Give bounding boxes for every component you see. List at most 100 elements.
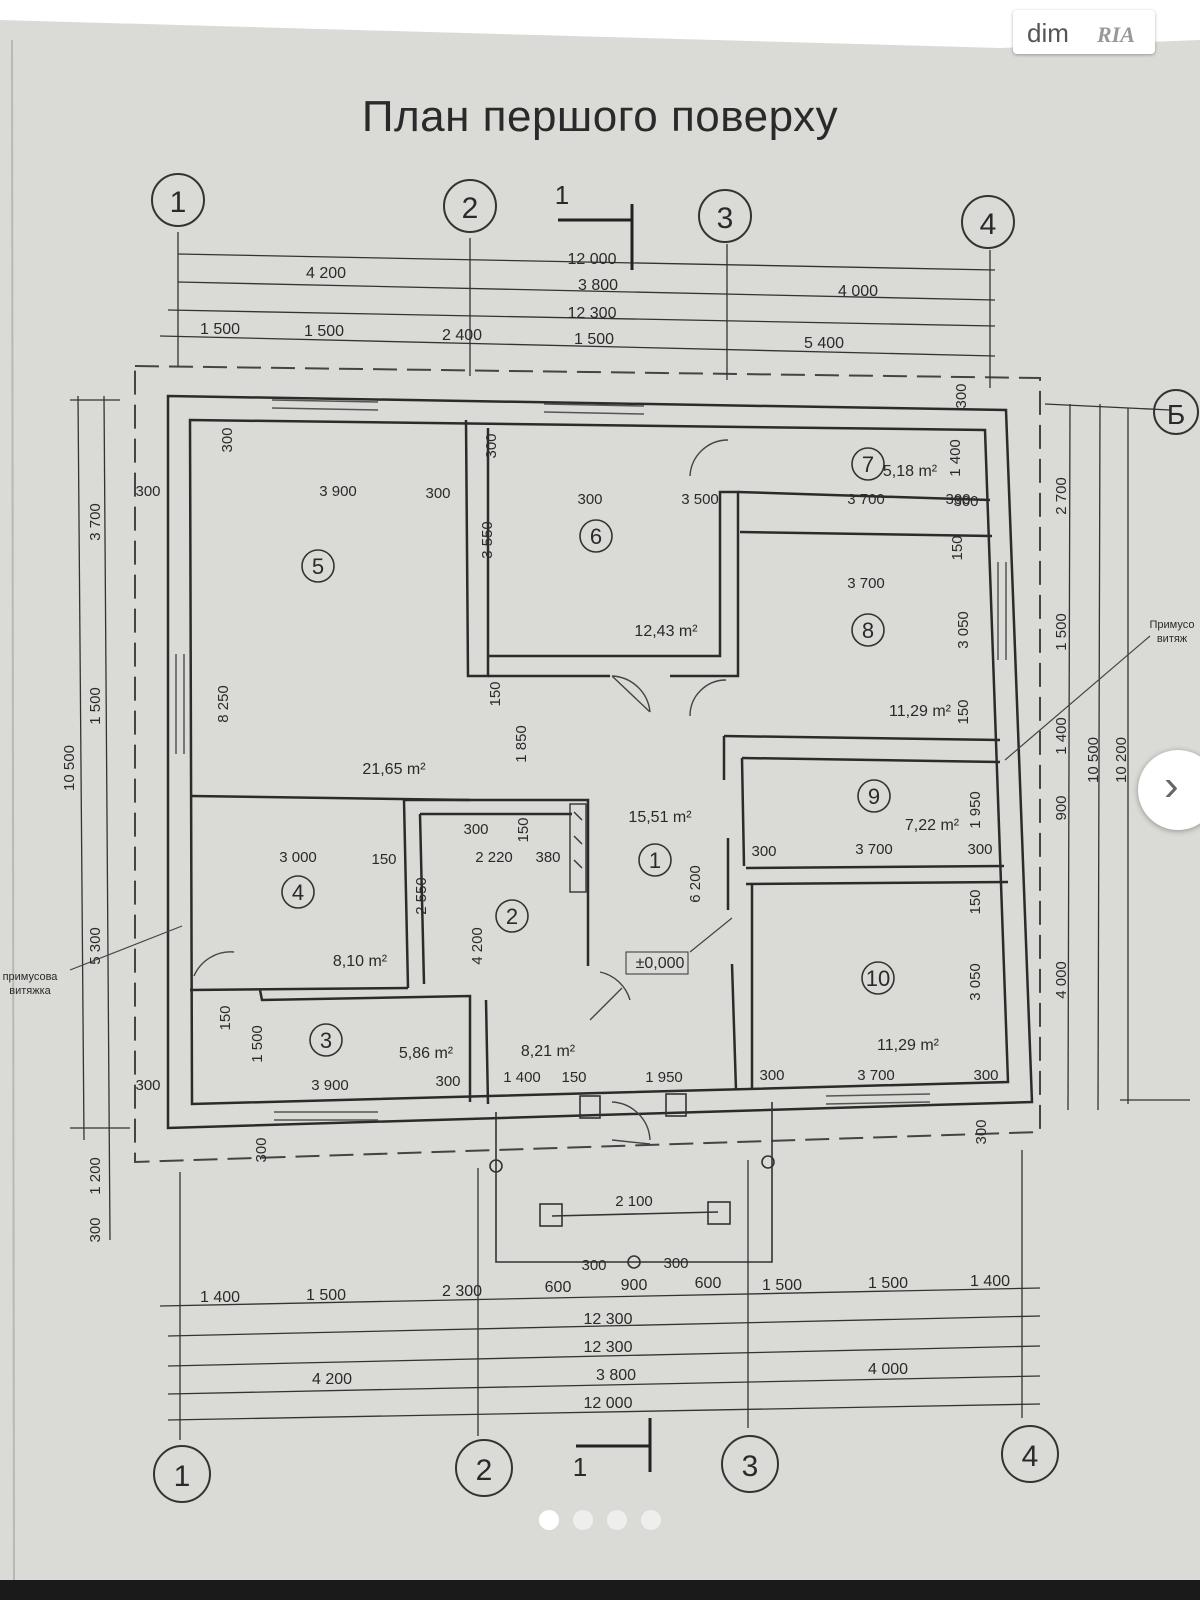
room-area: 7,22 m² bbox=[905, 817, 960, 834]
dimension-text: 300 bbox=[135, 483, 160, 500]
watermark-dim-text: dim bbox=[1027, 18, 1069, 48]
dimension-text: 150 bbox=[371, 851, 396, 868]
dimension-text: 2 220 bbox=[475, 849, 513, 866]
walls bbox=[166, 394, 1034, 1130]
axis-bubbles bbox=[151, 173, 1199, 1503]
slide-dot-3[interactable] bbox=[607, 1510, 627, 1530]
note-forced-exhaust: примусова bbox=[3, 971, 59, 983]
room-area: 21,65 m² bbox=[362, 761, 426, 778]
dimension-text: 1 500 bbox=[762, 1277, 802, 1294]
dimension-text: 600 bbox=[545, 1279, 572, 1296]
axis-label-bottom: 1 bbox=[174, 1460, 191, 1493]
dimension-text: 1 950 bbox=[645, 1069, 683, 1086]
slide-dot-1[interactable] bbox=[539, 1510, 559, 1530]
roof-outline bbox=[134, 364, 1041, 1164]
room-number-circle bbox=[851, 613, 885, 647]
room-number-circle bbox=[861, 961, 895, 995]
dimension-text: 12 300 bbox=[584, 1339, 633, 1356]
next-image-button[interactable]: › bbox=[1138, 750, 1200, 830]
dimension-text: 300 bbox=[219, 427, 236, 452]
porch bbox=[489, 1093, 775, 1269]
axis-label-right: Б bbox=[1167, 399, 1185, 430]
dimension-text: 300 bbox=[425, 485, 450, 502]
dimension-text: 1 500 bbox=[249, 1025, 266, 1063]
dimension-text: 12 300 bbox=[584, 1311, 633, 1328]
dimension-text: 300 bbox=[953, 493, 978, 510]
chevron-right-icon: › bbox=[1164, 761, 1179, 810]
room-area: 15,51 m² bbox=[628, 809, 692, 826]
dimension-text: 12 300 bbox=[568, 305, 617, 322]
axis-label-bottom: 4 bbox=[1022, 1440, 1039, 1473]
room-number: 1 bbox=[649, 848, 661, 873]
room-number-circle bbox=[495, 899, 529, 933]
dimension-text: 150 bbox=[487, 681, 504, 706]
dimension-text: 1 400 bbox=[1053, 717, 1070, 755]
dimension-text: 3 700 bbox=[847, 575, 885, 592]
dimension-text: 3 700 bbox=[855, 841, 893, 858]
dimension-text: 3 700 bbox=[87, 503, 104, 541]
slide-dot-2[interactable] bbox=[573, 1510, 593, 1530]
axis-label-bottom: 3 bbox=[742, 1450, 759, 1483]
dimension-text: 1 400 bbox=[947, 439, 964, 477]
dimension-text: 3 700 bbox=[847, 491, 885, 508]
dimension-text: 3 550 bbox=[479, 521, 496, 559]
dimension-text: 1 500 bbox=[304, 323, 344, 340]
dimension-text: 300 bbox=[253, 1137, 270, 1162]
axis-label-top: 4 bbox=[980, 208, 997, 241]
section-mark-label: 1 bbox=[555, 180, 569, 210]
dimension-text: 12 000 bbox=[584, 1395, 633, 1412]
section-mark-label: 1 bbox=[573, 1452, 587, 1482]
dimension-text: 300 bbox=[463, 821, 488, 838]
dimension-text: 4 200 bbox=[312, 1371, 352, 1388]
room-number-circle bbox=[579, 519, 613, 553]
room-number-circle bbox=[281, 875, 315, 909]
dimension-text: 380 bbox=[535, 849, 560, 866]
slide-indicator bbox=[0, 1510, 1200, 1534]
dimension-text: 1 500 bbox=[87, 687, 104, 725]
watermark-ria-logo: RIA bbox=[1097, 22, 1135, 47]
room-number: 7 bbox=[862, 452, 874, 477]
dimension-text: 5 300 bbox=[87, 927, 104, 965]
dimension-text: 2 300 bbox=[442, 1283, 482, 1300]
dimension-text: 1 500 bbox=[200, 321, 240, 338]
dimension-text: 1 500 bbox=[1053, 613, 1070, 651]
dimension-lines-bottom bbox=[159, 1150, 1041, 1440]
axis-label-top: 3 bbox=[717, 202, 734, 235]
room-number: 4 bbox=[292, 880, 304, 905]
room-number-circle bbox=[301, 549, 335, 583]
dimension-text: 300 bbox=[953, 383, 970, 408]
dimension-text: 300 bbox=[967, 841, 992, 858]
dimension-text: 150 bbox=[561, 1069, 586, 1086]
dimension-text: 1 850 bbox=[513, 725, 530, 763]
ventilation-shafts bbox=[569, 803, 587, 893]
paper-margin bbox=[0, 0, 1200, 48]
dimension-text: 300 bbox=[483, 433, 500, 458]
dimension-text: 1 500 bbox=[574, 331, 614, 348]
dimension-text: 300 bbox=[577, 491, 602, 508]
level-mark: ±0,000 bbox=[636, 955, 685, 972]
dimension-text: 1 500 bbox=[306, 1287, 346, 1304]
dim-ria-watermark: dim RIA bbox=[1013, 10, 1155, 54]
plan-title: План першого поверху bbox=[361, 92, 839, 141]
dimension-text: 300 bbox=[135, 1077, 160, 1094]
dimension-text: 600 bbox=[695, 1275, 722, 1292]
room-number-circle bbox=[309, 1023, 343, 1057]
dimension-lines-side bbox=[70, 395, 1190, 1241]
dimension-text: 1 400 bbox=[200, 1289, 240, 1306]
dimension-text: 300 bbox=[759, 1067, 784, 1084]
axis-label-top: 1 bbox=[170, 186, 187, 219]
dimension-text: 4 000 bbox=[868, 1361, 908, 1378]
slide-dot-4[interactable] bbox=[641, 1510, 661, 1530]
dimension-text: 10 500 bbox=[61, 745, 78, 791]
room-number: 9 bbox=[868, 784, 880, 809]
room-number: 3 bbox=[320, 1028, 332, 1053]
room-number: 2 bbox=[506, 904, 518, 929]
dimension-text: 10 500 bbox=[1085, 737, 1102, 783]
dimension-text: 300 bbox=[435, 1073, 460, 1090]
room-area: 8,21 m² bbox=[521, 1043, 576, 1060]
room-number: 5 bbox=[312, 554, 324, 579]
doors bbox=[193, 439, 729, 1145]
dimension-text: 150 bbox=[955, 699, 972, 724]
